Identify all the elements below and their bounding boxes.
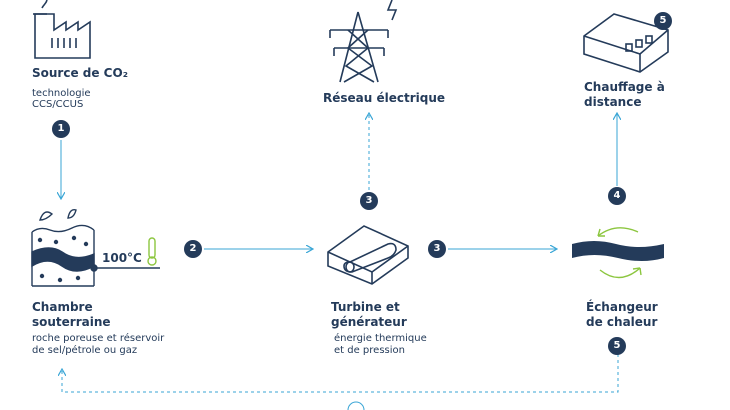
turbine-icon — [327, 225, 409, 285]
turbine-title-line2: générateur — [331, 315, 407, 329]
building-icon — [583, 13, 669, 73]
source-subtitle-line2: CCS/CCUS — [32, 99, 84, 110]
step-badge-exchanger-to-heating: 4 — [608, 187, 626, 205]
turbine-subtitle-line2: et de pression — [334, 345, 405, 356]
source-subtitle-line1: technologie — [32, 88, 91, 99]
chamber-title-line2: souterraine — [32, 315, 111, 329]
step-badge-exchanger-return: 5 — [608, 337, 626, 355]
source-title: Source de CO₂ — [32, 66, 128, 80]
underground-chamber-icon — [31, 208, 160, 287]
power-pylon-icon — [329, 11, 389, 83]
heat-exchanger-icon — [572, 227, 664, 279]
turbine-title-line1: Turbine et — [331, 300, 400, 314]
chamber-subtitle-line2: de sel/pétrole ou gaz — [32, 345, 138, 356]
thermometer-icon — [147, 237, 157, 266]
factory-icon — [33, 0, 91, 59]
step-badge-source-to-chamber: 1 — [52, 120, 70, 138]
return-loop-node — [347, 401, 365, 410]
exchanger-title-line2: de chaleur — [586, 315, 658, 329]
turbine-subtitle-line1: énergie thermique — [334, 333, 427, 344]
step-badge-turbine-to-exchanger: 3 — [428, 240, 446, 258]
step-badge-chamber-to-turbine: 2 — [184, 240, 202, 258]
chamber-subtitle-line1: roche poreuse et réservoir — [32, 333, 165, 344]
heating-title-line2: distance — [584, 95, 642, 109]
heating-title-line1: Chauffage à — [584, 80, 665, 94]
arrow-return-loop — [62, 354, 619, 393]
exchanger-title-line1: Échangeur — [586, 300, 658, 314]
grid-title: Réseau électrique — [323, 91, 446, 105]
chamber-title-line1: Chambre — [32, 300, 93, 314]
step-badge-heating: 5 — [654, 12, 672, 30]
step-badge-turbine-to-grid: 3 — [360, 192, 378, 210]
lightning-icon — [386, 0, 398, 21]
temperature-label: 100°C — [102, 251, 142, 265]
